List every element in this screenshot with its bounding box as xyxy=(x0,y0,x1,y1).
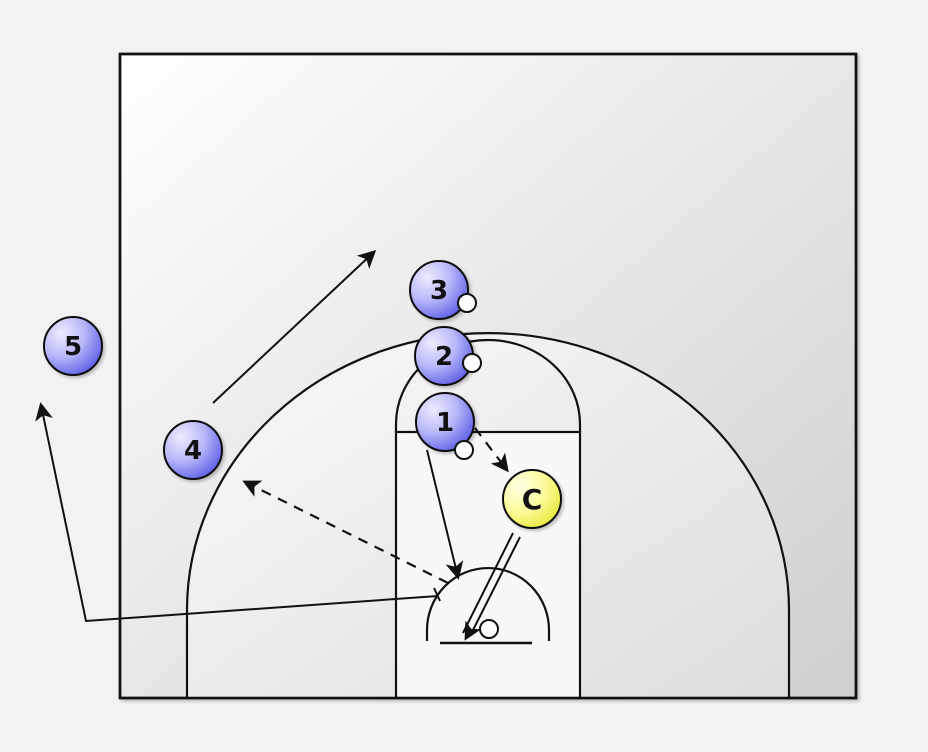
three-point-line xyxy=(185,331,791,698)
player-3[interactable]: 3 xyxy=(409,260,477,320)
cut-line-player-5 xyxy=(35,402,439,623)
ball-icon xyxy=(454,440,474,460)
ball-icon xyxy=(457,293,477,313)
player-5-token[interactable] xyxy=(43,316,103,376)
player-1[interactable]: 1 xyxy=(415,392,475,460)
ball-icon xyxy=(462,353,482,373)
coach-label: C xyxy=(522,483,543,516)
player-4-label: 4 xyxy=(184,436,202,466)
restricted-area-arc xyxy=(425,566,551,641)
cut-line-player-4 xyxy=(212,249,377,404)
player-4[interactable]: 4 xyxy=(163,420,223,480)
player-1-token[interactable] xyxy=(415,392,475,452)
player-5-label: 5 xyxy=(64,332,82,362)
player-3-label: 3 xyxy=(430,276,448,306)
player-3-token[interactable] xyxy=(409,260,469,320)
player-2-label: 2 xyxy=(435,342,453,372)
player-4-token[interactable] xyxy=(163,420,223,480)
pass-line-outlet-to-4 xyxy=(242,480,449,584)
screen-tick xyxy=(433,587,441,602)
player-2[interactable]: 2 xyxy=(414,326,482,386)
hoop xyxy=(479,619,499,639)
shot-line-a xyxy=(462,532,514,634)
play-actions xyxy=(35,249,521,641)
free-throw-circle xyxy=(394,338,582,432)
coach-token[interactable] xyxy=(502,469,562,529)
shot-line-b xyxy=(469,536,521,637)
cut-line-player-1 xyxy=(426,449,464,580)
coach[interactable]: C xyxy=(502,469,562,529)
player-5[interactable]: 5 xyxy=(43,316,103,376)
player-1-label: 1 xyxy=(436,408,454,438)
paint-area xyxy=(396,432,580,698)
pass-line-1-to-coach xyxy=(474,427,509,473)
